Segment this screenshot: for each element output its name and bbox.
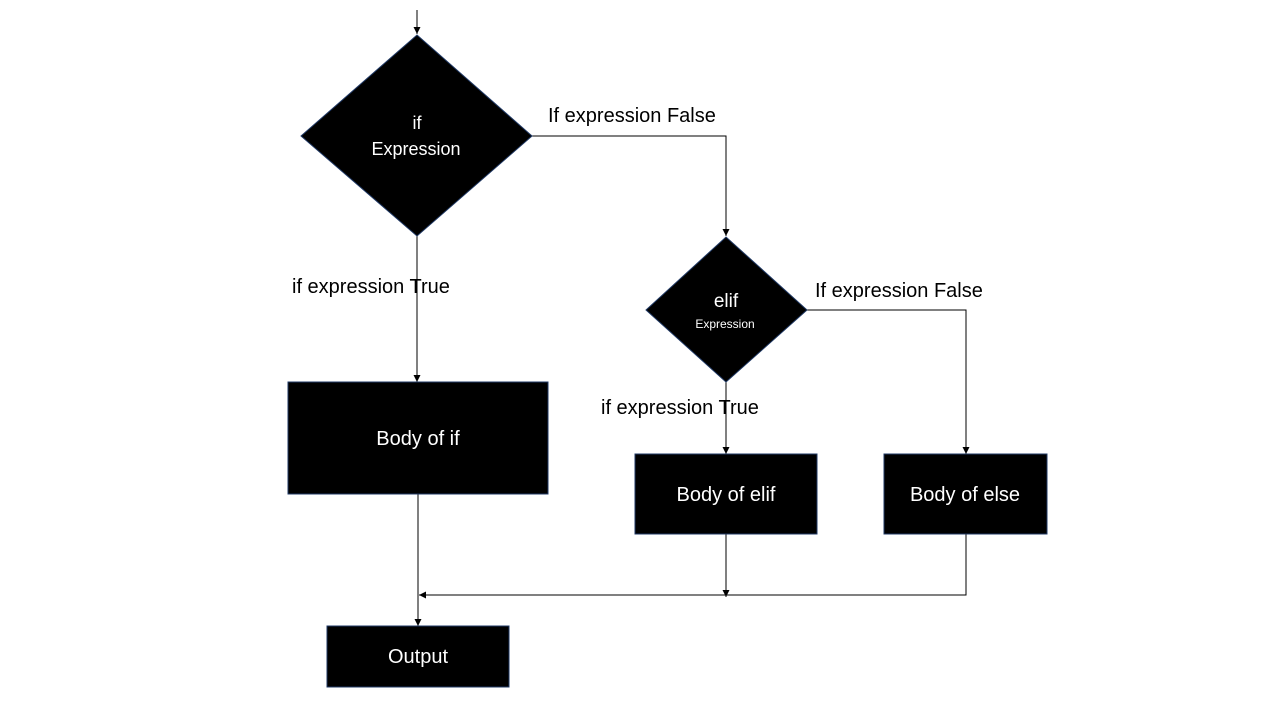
elif-true-label: if expression True [601,397,759,419]
elif-decision-line2: Expression [695,317,754,331]
elif-false-connector [806,309,970,454]
body-if-label: Body of if [376,428,460,450]
elif-decision-diamond [645,236,808,383]
if-decision-line1: if [413,113,423,133]
elif-decision-line1: elif [714,291,739,312]
elif-false-label: If expression False [815,280,983,302]
body-elif-box [634,453,818,535]
output-box [326,625,510,688]
output-label: Output [388,646,448,668]
if-false-label: If expression False [548,105,716,127]
body-elif-label: Body of elif [677,484,776,506]
body-else-box [883,453,1048,535]
if-decision-line2: Expression [371,139,460,159]
if-false-connector [532,135,730,236]
body-if-box [287,381,549,495]
if-decision-diamond [300,34,533,237]
body-else-label: Body of else [910,484,1020,506]
body-else-merge-connector [419,534,967,599]
if-true-label: if expression True [292,276,450,298]
